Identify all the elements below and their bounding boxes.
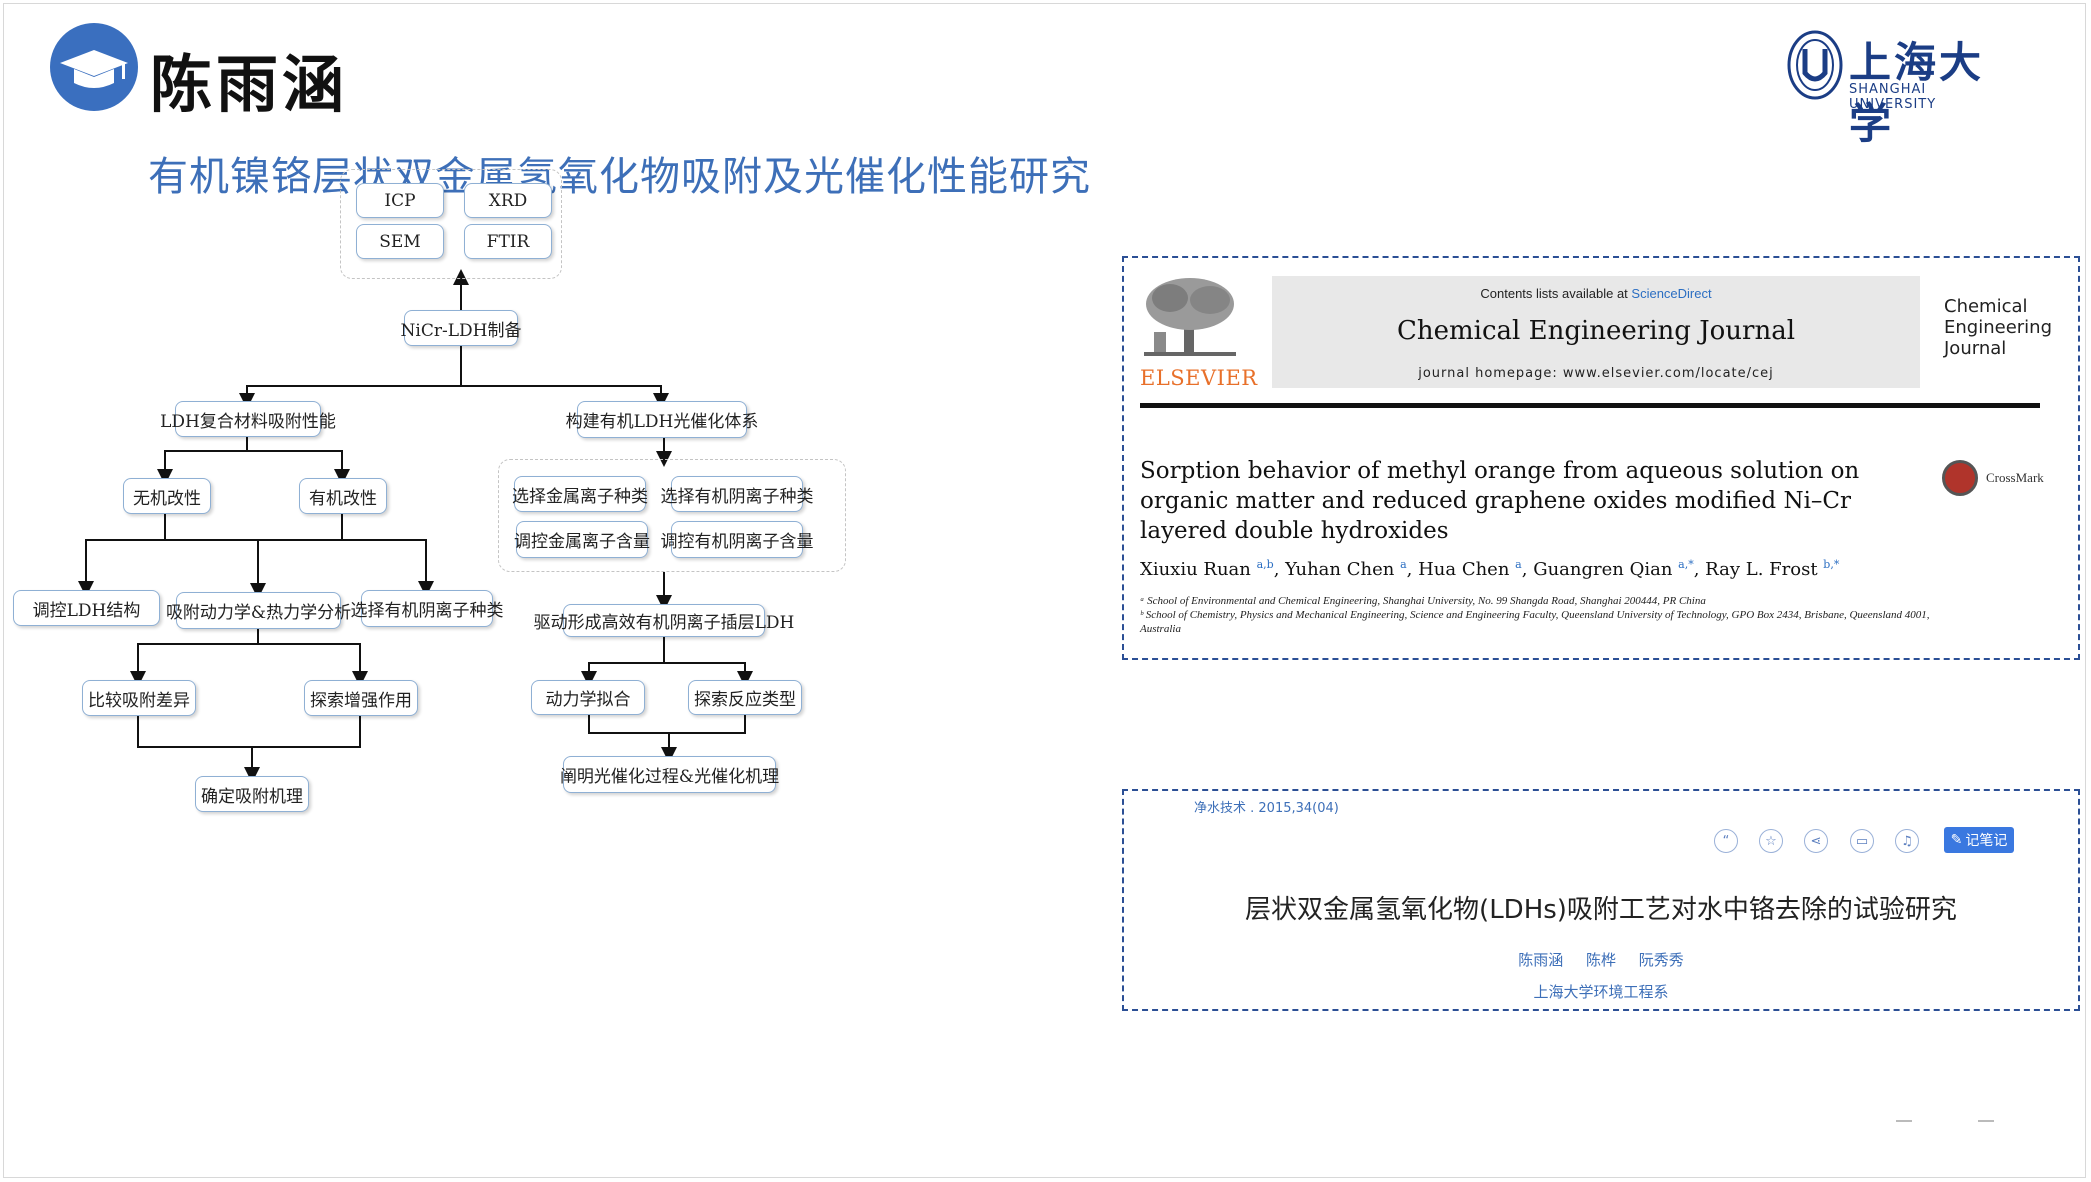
- slide-marker: [1978, 1120, 1994, 1122]
- paper-elsevier-card: ELSEVIER Contents lists available at Sci…: [1122, 256, 2080, 660]
- note-button-label: 记笔记: [1965, 833, 2008, 849]
- xrd-node: XRD: [464, 183, 552, 218]
- university-name-en: SHANGHAI UNIVERSITY: [1849, 82, 1937, 112]
- select-metal-ion-node: 选择金属离子种类: [512, 476, 648, 512]
- university-emblem-icon: [1787, 30, 1843, 100]
- crossmark-label[interactable]: CrossMark: [1986, 470, 2044, 485]
- author-name: Guangren Qian: [1533, 559, 1673, 580]
- author-name: Yuhan Chen: [1285, 559, 1395, 580]
- select-organic-anion-type-node: 选择有机阴离子种类: [661, 476, 814, 512]
- author-affiliation: a: [1400, 558, 1407, 571]
- header-divider: [1140, 403, 2040, 408]
- author-affiliation: a,b: [1256, 558, 1274, 571]
- cover-line-3: Journal: [1944, 338, 2007, 359]
- explore-enhancement-node: 探索增强作用: [304, 680, 418, 716]
- kinetics-thermodynamics-node: 吸附动力学&热力学分析: [166, 592, 351, 629]
- journal-meta: 净水技术 . 2015,34(04): [1194, 801, 1339, 816]
- paper-title: Sorption behavior of methyl orange from …: [1140, 458, 1860, 544]
- tune-organic-anion-content-node: 调控有机阴离子含量: [661, 521, 814, 558]
- photocatalysis-mechanism-node: 阐明光催化过程&光催化机理: [560, 756, 779, 793]
- affiliation-a: ᵃ School of Environmental and Chemical E…: [1140, 595, 1706, 607]
- ftir-node: FTIR: [464, 224, 552, 259]
- select-organic-anion-node: 选择有机阴离子种类: [351, 590, 504, 627]
- author-name: Hua Chen: [1418, 559, 1510, 580]
- cover-line-2: Engineering: [1944, 317, 2052, 338]
- graduation-cap-icon: [50, 23, 138, 111]
- journal-homepage: journal homepage: www.elsevier.com/locat…: [1418, 366, 1774, 381]
- ldh-adsorption-node: LDH复合材料吸附性能: [160, 401, 336, 437]
- author-affiliation: b,*: [1823, 558, 1840, 571]
- compare-adsorption-node: 比较吸附差异: [82, 680, 196, 716]
- slide: 陈雨涵 有机镍铬层状双金属氢氧化物吸附及光催化性能研究 上海大学 SHANGHA…: [3, 3, 2086, 1178]
- crossmark-icon[interactable]: [1942, 460, 1978, 496]
- kinetic-fitting-node: 动力学拟合: [531, 680, 645, 715]
- photocatalyst-options-group: [498, 459, 846, 572]
- presenter-name: 陈雨涵: [150, 48, 349, 121]
- characterization-group: [340, 169, 562, 279]
- paper-cnki-card: 净水技术 . 2015,34(04) “ ☆ ⋖ ▭ ♫ ✎ 记笔记 层状双金属…: [1122, 789, 2080, 1011]
- flowchart-connectors: [78, 269, 753, 783]
- bell-icon[interactable]: ♫: [1895, 829, 1919, 853]
- inorganic-modification-node: 无机改性: [123, 478, 211, 514]
- quote-icon[interactable]: “: [1714, 829, 1738, 853]
- photocatalysis-system-node: 构建有机LDH光催化体系: [566, 401, 758, 438]
- tune-ldh-structure-node: 调控LDH结构: [13, 590, 160, 626]
- share-icon[interactable]: ⋖: [1804, 829, 1828, 853]
- star-icon[interactable]: ☆: [1759, 829, 1783, 853]
- institution[interactable]: 上海大学环境工程系: [1533, 983, 1669, 1001]
- pencil-icon: ✎: [1950, 832, 1963, 848]
- cover-line-1: Chemical: [1944, 296, 2028, 317]
- affiliation-b: ᵇ School of Chemistry, Physics and Mecha…: [1140, 609, 1930, 635]
- elsevier-tree-logo: [1144, 278, 1236, 356]
- university-name-cn: 上海大学: [1849, 38, 1985, 148]
- author-list-cn[interactable]: 陈雨涵 陈桦 阮秀秀: [1518, 951, 1684, 969]
- paper-title-cn: 层状双金属氢氧化物(LDHs)吸附工艺对水中铬去除的试验研究: [1245, 895, 1957, 925]
- icp-node: ICP: [356, 183, 444, 218]
- author-list: Xiuxiu Ruan a,b, Yuhan Chen a, Hua Chen …: [1140, 558, 1840, 580]
- intercalated-ldh-node: 驱动形成高效有机阴离子插层LDH: [534, 604, 794, 637]
- author-affiliation: a,*: [1678, 558, 1694, 571]
- journal-name: Chemical Engineering Journal: [1396, 316, 1796, 346]
- elsevier-wordmark: ELSEVIER: [1140, 366, 1258, 390]
- print-icon[interactable]: ▭: [1850, 829, 1874, 853]
- journal-banner: Contents lists available at ScienceDirec…: [1272, 276, 1920, 388]
- sem-node: SEM: [356, 224, 444, 259]
- organic-modification-node: 有机改性: [299, 478, 387, 514]
- author-name: Ray L. Frost: [1705, 559, 1818, 580]
- nicr-ldh-preparation-node: NiCr-LDH制备: [401, 310, 521, 346]
- adsorption-mechanism-node: 确定吸附机理: [195, 776, 309, 812]
- tune-metal-ion-content-node: 调控金属离子含量: [514, 521, 650, 558]
- reaction-type-node: 探索反应类型: [688, 680, 802, 715]
- author-affiliation: a: [1515, 558, 1522, 571]
- shanghai-university-logo: 上海大学 SHANGHAI UNIVERSITY: [1787, 29, 2007, 148]
- affiliations: ᵃ School of Environmental and Chemical E…: [1140, 594, 1940, 636]
- contents-prefix: Contents lists available at: [1480, 286, 1632, 301]
- sciencedirect-link[interactable]: ScienceDirect: [1631, 286, 1712, 301]
- page-title: 有机镍铬层状双金属氢氧化物吸附及光催化性能研究: [148, 154, 1091, 200]
- slide-marker: [1896, 1120, 1912, 1122]
- research-flowchart: ICP XRD SEM FTIR NiCr-LDH制备 LDH复合材料吸附性能 …: [4, 4, 1134, 1104]
- author-name: Xiuxiu Ruan: [1140, 559, 1251, 580]
- note-button[interactable]: ✎ 记笔记: [1944, 827, 2014, 853]
- contents-line: Contents lists available at ScienceDirec…: [1272, 286, 1920, 301]
- journal-cover-text: Chemical Engineering Journal: [1944, 296, 2052, 359]
